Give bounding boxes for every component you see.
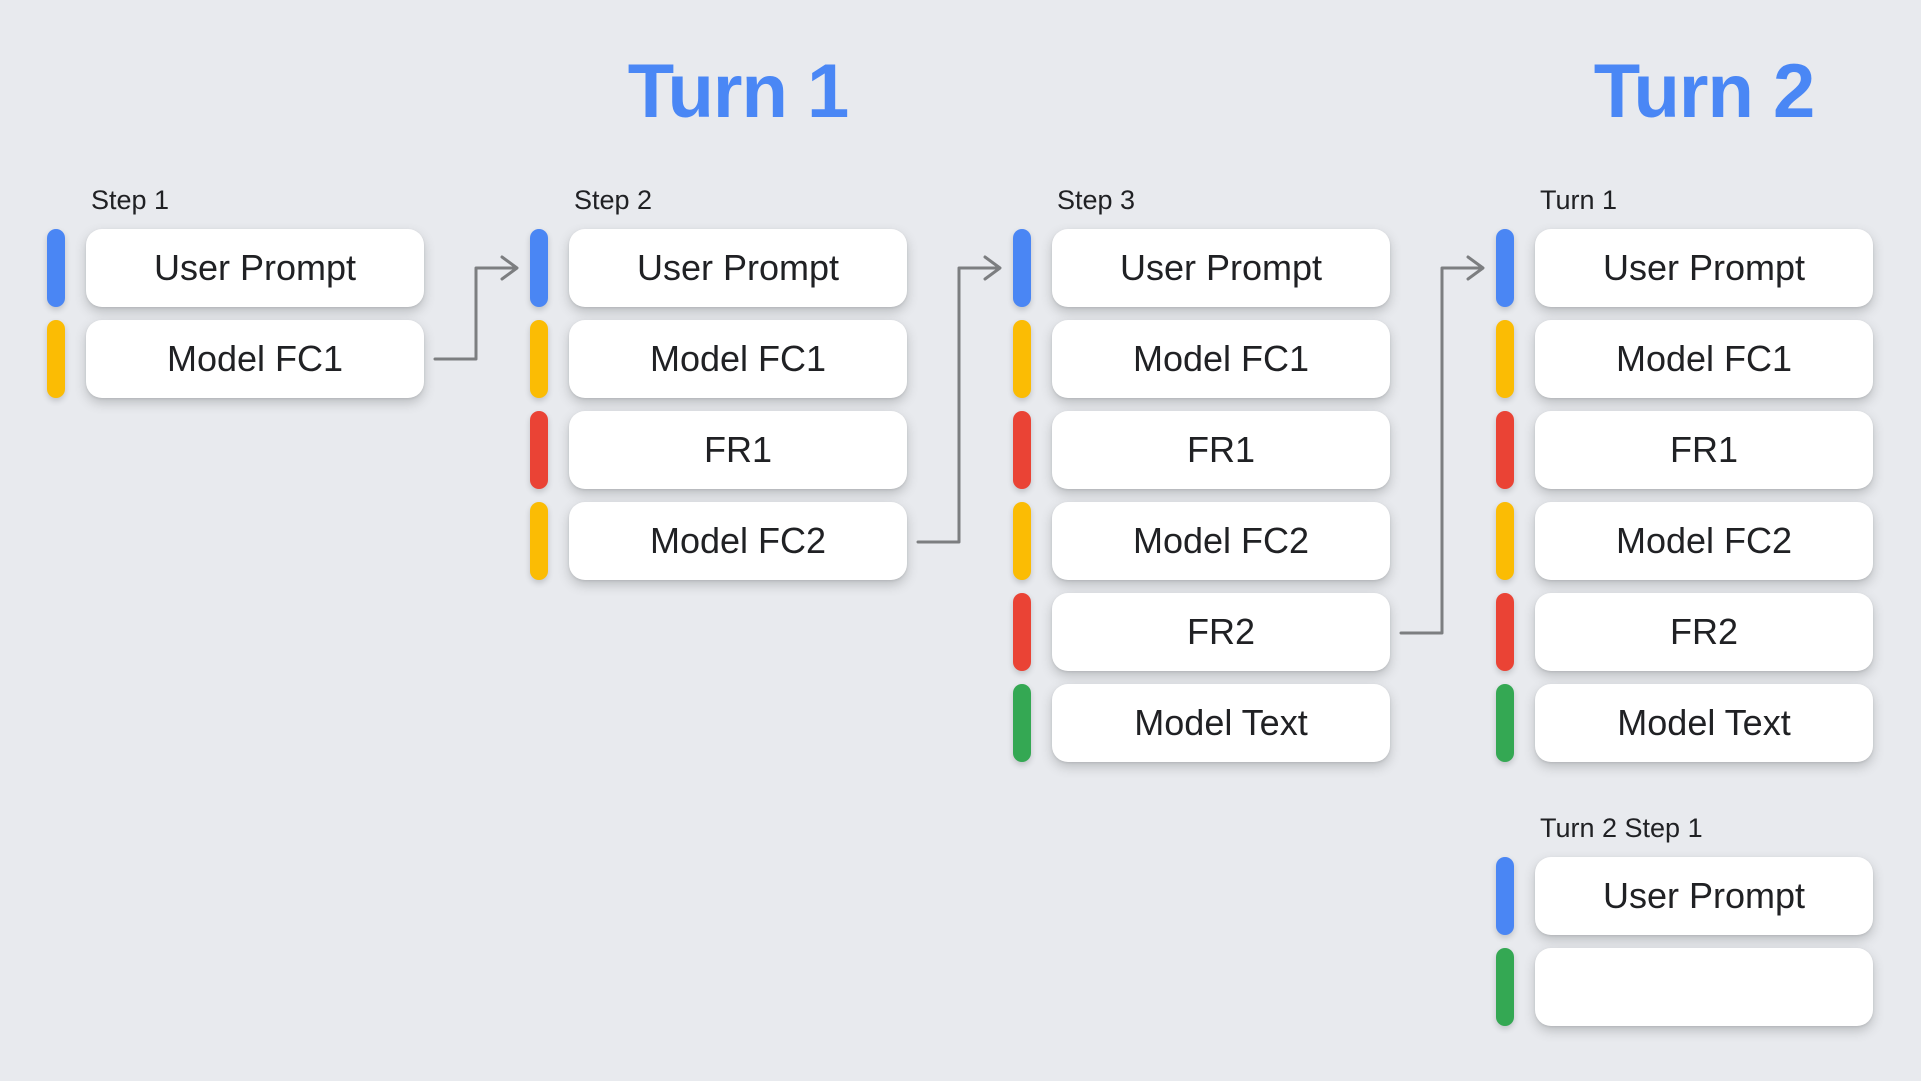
node-box: User Prompt [86,229,424,307]
node-box: Model FC1 [569,320,907,398]
column-label-turn-2-step-1: Turn 2 Step 1 [1540,813,1703,843]
node-label: User Prompt [1119,247,1323,288]
node-row: Model FC2 [1496,502,1873,580]
user-prompt-color-bar [47,229,65,307]
node-label: Model Text [1617,702,1791,743]
column-turn-1: Turn 1 User Prompt Model FC1 FR1 Model F… [1496,185,1873,775]
connector-arrow-step3-to-turn1 [1399,255,1485,635]
node-row: Model FC1 [1013,320,1390,398]
node-box: Model FC2 [569,502,907,580]
node-row: FR1 [530,411,907,489]
turn-1-title: Turn 1 [627,49,850,134]
node-box: FR2 [1535,593,1873,671]
node-label: Model FC2 [1132,520,1310,561]
node-box: User Prompt [1535,229,1873,307]
node-label: Model FC2 [1615,520,1793,561]
node-label: Model Text [1134,702,1308,743]
column-label-step-3: Step 3 [1057,185,1136,215]
node-box: Model Text [1052,684,1390,762]
node-row: Model Text [1496,684,1873,762]
node-box: FR1 [1052,411,1390,489]
node-box: User Prompt [1052,229,1390,307]
node-label: FR1 [703,429,772,470]
user-prompt-color-bar [1013,229,1031,307]
node-label: User Prompt [1602,247,1806,288]
node-row: Model FC2 [530,502,907,580]
node-label: Model FC1 [166,338,344,379]
node-box [1535,948,1873,1026]
column-label-turn-1: Turn 1 [1540,185,1618,215]
node-row: Model FC1 [1496,320,1873,398]
node-row: Model FC2 [1013,502,1390,580]
user-prompt-color-bar [1496,857,1514,935]
node-row: FR1 [1013,411,1390,489]
node-box: FR1 [1535,411,1873,489]
node-label: Model FC2 [649,520,827,561]
node-label: User Prompt [636,247,840,288]
node-row [1496,948,1873,1026]
function-response-color-bar [1013,593,1031,671]
model-function-call-color-bar [1496,320,1514,398]
node-box: Model Text [1535,684,1873,762]
model-function-call-color-bar [1013,502,1031,580]
node-box: FR1 [569,411,907,489]
node-label: User Prompt [1602,875,1806,916]
node-row: User Prompt [1496,229,1873,307]
node-row: FR2 [1496,593,1873,671]
node-box: Model FC2 [1052,502,1390,580]
node-box: FR2 [1052,593,1390,671]
model-text-color-bar [1013,684,1031,762]
turn-2-title: Turn 2 [1593,49,1816,134]
node-box: Model FC1 [1535,320,1873,398]
node-box: User Prompt [1535,857,1873,935]
node-row: FR1 [1496,411,1873,489]
node-label: FR1 [1186,429,1255,470]
model-function-call-color-bar [1013,320,1031,398]
column-turn-2-step-1: Turn 2 Step 1 User Prompt [1496,813,1873,1039]
node-row: User Prompt [1496,857,1873,935]
function-response-color-bar [530,411,548,489]
model-function-call-color-bar [530,502,548,580]
model-function-call-color-bar [1496,502,1514,580]
node-label: FR1 [1669,429,1738,470]
model-function-call-color-bar [530,320,548,398]
function-response-color-bar [1496,411,1514,489]
user-prompt-color-bar [530,229,548,307]
node-row: Model FC1 [47,320,424,398]
model-text-color-bar [1496,684,1514,762]
connector-arrow-step1-to-step2 [433,255,519,361]
node-row: FR2 [1013,593,1390,671]
node-label: FR2 [1669,611,1738,652]
node-row: User Prompt [1013,229,1390,307]
function-response-color-bar [1496,593,1514,671]
column-label-step-2: Step 2 [574,185,653,215]
node-box: User Prompt [569,229,907,307]
node-row: Model Text [1013,684,1390,762]
node-label: Model FC1 [1132,338,1310,379]
node-row: User Prompt [47,229,424,307]
node-box: Model FC1 [86,320,424,398]
node-label: Model FC1 [649,338,827,379]
model-text-color-bar [1496,948,1514,1026]
column-label-step-1: Step 1 [91,185,170,215]
node-label: Model FC1 [1615,338,1793,379]
node-box: Model FC2 [1535,502,1873,580]
node-row: Model FC1 [530,320,907,398]
column-step-1: Step 1 User Prompt Model FC1 [47,185,424,411]
node-row: User Prompt [530,229,907,307]
node-label: User Prompt [153,247,357,288]
connector-arrow-step2-to-step3 [916,255,1002,544]
user-prompt-color-bar [1496,229,1514,307]
node-label: FR2 [1186,611,1255,652]
node-box: Model FC1 [1052,320,1390,398]
column-step-2: Step 2 User Prompt Model FC1 FR1 Model F… [530,185,907,593]
model-function-call-color-bar [47,320,65,398]
column-step-3: Step 3 User Prompt Model FC1 FR1 Model F… [1013,185,1390,775]
function-response-color-bar [1013,411,1031,489]
